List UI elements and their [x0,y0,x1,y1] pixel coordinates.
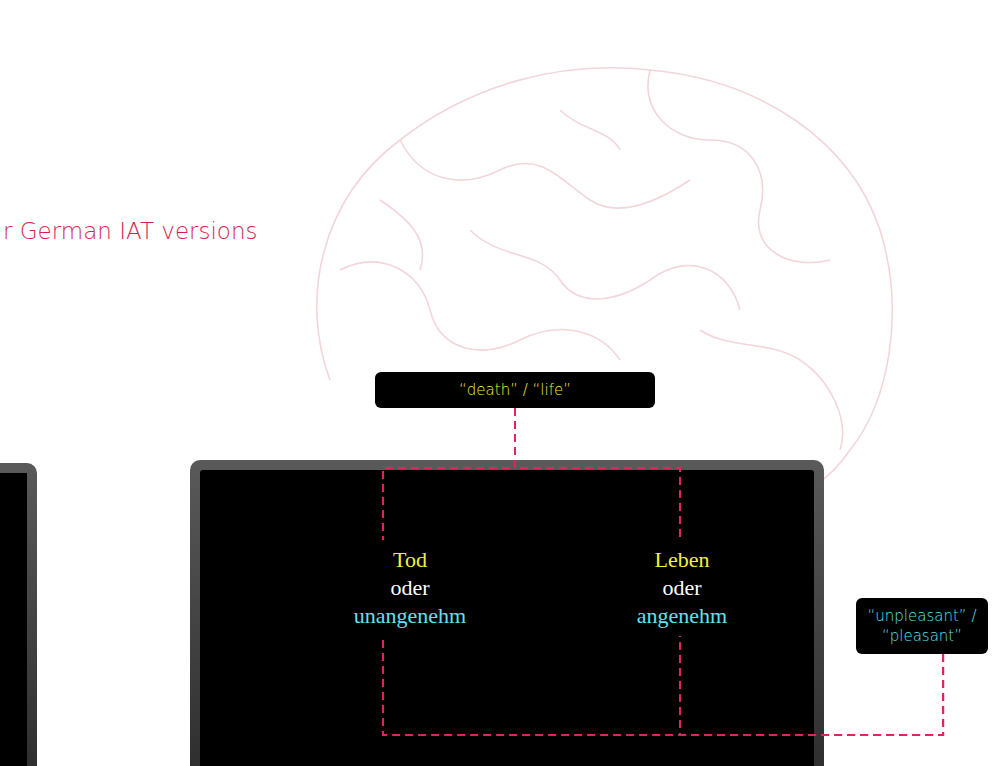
callout-box: “unpleasant” / “pleasant” [856,598,988,654]
label-text: oder [354,574,466,602]
label-text: “death” / “life” [385,380,645,400]
dashed-leader [383,408,515,540]
label-text: oder [637,574,727,602]
slide-title: r German IAT versions [3,218,258,244]
monitor-left [0,463,37,766]
label-text: Leben [637,546,727,574]
dashed-leader [515,408,680,540]
monitor-center [190,460,824,766]
brain-outline [317,68,892,500]
callout-box: “death” / “life” [375,372,655,408]
label-text: “unpleasant” / “pleasant” [866,606,978,646]
label-text: angenehm [637,602,727,630]
label-text: Tod [354,546,466,574]
word-column: Tododerunangenehm [350,540,470,636]
label-text: unangenehm [354,602,466,630]
word-column: Lebenoderangenehm [633,540,731,636]
